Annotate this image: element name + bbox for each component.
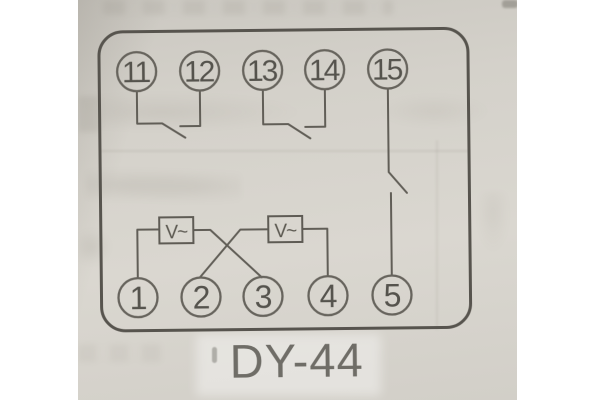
terminal-13 bbox=[241, 49, 284, 92]
terminal-4 bbox=[307, 275, 349, 317]
voltage-element-box-2 bbox=[267, 214, 304, 244]
wire-contact-11-blade bbox=[135, 90, 187, 139]
terminal-15 bbox=[366, 48, 409, 90]
terminal-5-label: 5 bbox=[383, 277, 400, 313]
terminal-1-label: 1 bbox=[129, 280, 146, 316]
photo-page: V~ V~ 11 12 13 14 15 1 2 3 4 5 bbox=[78, 0, 517, 400]
terminal-3 bbox=[242, 275, 284, 318]
terminal-5 bbox=[371, 274, 413, 316]
terminal-13-label: 13 bbox=[247, 55, 278, 88]
wire-switch-5-lower bbox=[389, 192, 393, 277]
terminal-2-label: 2 bbox=[192, 279, 209, 315]
terminal-2 bbox=[180, 276, 222, 318]
terminal-4-label: 4 bbox=[319, 278, 336, 314]
wire-switch-15-upper bbox=[386, 88, 408, 194]
wire-meter1-to-terminal3 bbox=[192, 228, 263, 279]
terminal-15-label: 15 bbox=[372, 53, 403, 86]
terminal-11 bbox=[115, 51, 158, 93]
terminal-3-label: 3 bbox=[254, 279, 271, 315]
relay-wiring-diagram: V~ V~ 11 12 13 14 15 1 2 3 4 5 bbox=[97, 26, 473, 388]
terminal-12 bbox=[178, 50, 221, 92]
terminal-1 bbox=[117, 277, 159, 319]
wire-contact-13-blade bbox=[261, 88, 312, 140]
wire-terminal2-to-meter2 bbox=[198, 228, 270, 279]
relay-case-outline bbox=[97, 26, 473, 333]
wire-meter2-to-terminal4 bbox=[301, 227, 329, 278]
terminal-14-label: 14 bbox=[309, 54, 340, 87]
voltage-element-label-2: V~ bbox=[274, 221, 297, 242]
terminal-14 bbox=[303, 49, 346, 91]
relay-model-title: DY-44 bbox=[229, 333, 363, 387]
terminal-12-label: 12 bbox=[184, 55, 215, 88]
wire-contact-14-fixed bbox=[304, 88, 327, 128]
voltage-element-box-1 bbox=[158, 216, 195, 245]
voltage-element-label-1: V~ bbox=[165, 222, 188, 243]
wire-contact-12-fixed bbox=[179, 89, 202, 128]
terminal-11-label: 11 bbox=[122, 56, 151, 89]
wire-terminal1-to-meter1 bbox=[136, 228, 161, 280]
